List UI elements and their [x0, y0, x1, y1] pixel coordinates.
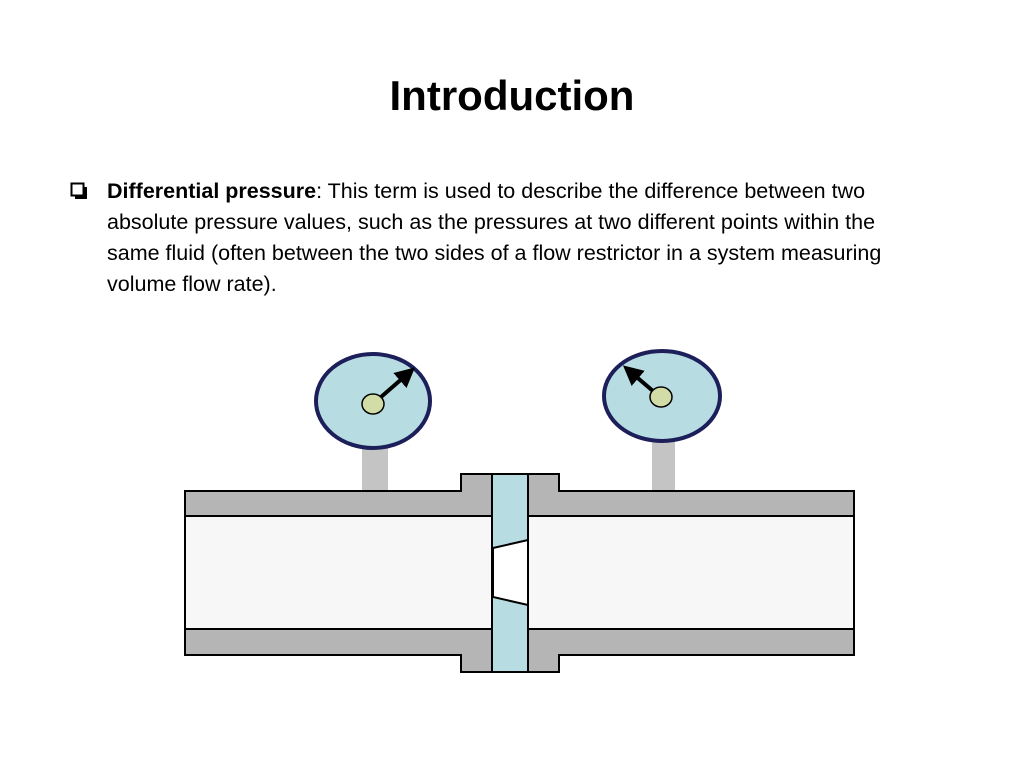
- bullet-item: Differential pressure: This term is used…: [70, 176, 900, 300]
- bullet-term: Differential pressure: [107, 179, 317, 203]
- pipe-top-wall: [184, 473, 855, 517]
- pressure-gauge-right-icon: [602, 349, 722, 443]
- orifice-plate: [491, 473, 529, 673]
- right-gauge-hub: [649, 386, 673, 408]
- slide-title: Introduction: [389, 72, 635, 119]
- flange-bore: [462, 517, 558, 628]
- orifice-opening: [492, 538, 529, 607]
- right-gauge-face: [602, 349, 722, 443]
- bullet-description: This term is used to describe the differ…: [107, 179, 882, 296]
- left-gauge-needle: [371, 367, 416, 406]
- left-gauge-face: [314, 352, 432, 450]
- pipe-icon: [184, 473, 855, 673]
- pipe-bottom-wall: [184, 628, 855, 673]
- pipe-bore: [184, 515, 855, 630]
- right-gauge-needle: [622, 365, 662, 399]
- left-gauge-stem: [362, 448, 388, 491]
- checkbox-bullet-icon: [70, 182, 87, 199]
- pressure-gauge-left-icon: [314, 352, 432, 450]
- bullet-separator: :: [316, 179, 323, 203]
- right-gauge-stem: [652, 441, 675, 491]
- bullet-text: Differential pressure: This term is used…: [107, 176, 900, 300]
- left-gauge-hub: [361, 393, 385, 415]
- orifice-plate-icon: [491, 473, 529, 673]
